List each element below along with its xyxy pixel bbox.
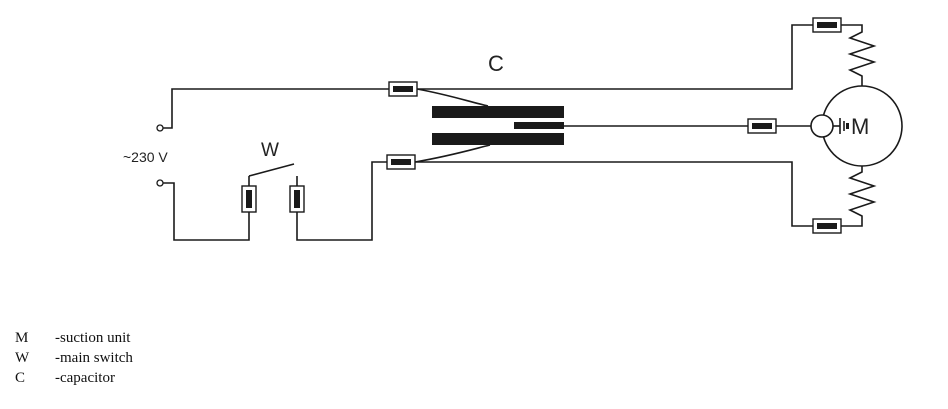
mains-terminal-top	[156, 124, 164, 132]
wire-capacitor-lead-top	[416, 88, 489, 107]
wire-supply-bottom	[163, 182, 250, 241]
label-motor: M	[851, 114, 869, 139]
label-switch: W	[261, 140, 279, 161]
label-capacitor: C	[488, 51, 504, 76]
connector-motor-top	[812, 17, 842, 33]
capacitor-plate-bottom	[432, 133, 564, 145]
label-voltage: ~230 V	[123, 149, 168, 165]
legend-row: C -capacitor	[15, 368, 133, 388]
connector-motor-bottom	[812, 218, 842, 234]
wire-to-motor-bottom	[415, 161, 813, 227]
connector-motor-middle	[747, 118, 777, 134]
switch-lever	[248, 163, 295, 177]
legend-row: M -suction unit	[15, 328, 133, 348]
legend-key: W	[15, 350, 30, 366]
switch-contact-right	[289, 185, 305, 213]
legend-key: C	[15, 370, 26, 386]
legend-key: M	[15, 330, 29, 346]
connector-capacitor-top	[388, 81, 418, 97]
legend-desc: -suction unit	[55, 330, 131, 346]
switch-contact-left	[241, 185, 257, 213]
mains-terminal-bottom	[156, 179, 164, 187]
field-winding-bottom	[841, 164, 877, 227]
legend: M -suction unit W -main switch C -capaci…	[15, 328, 133, 388]
legend-desc: -capacitor	[55, 370, 115, 386]
legend-desc: -main switch	[55, 350, 133, 366]
motor-terminal	[810, 114, 834, 138]
wire-supply-top	[163, 88, 392, 129]
field-winding-top	[841, 24, 877, 88]
connector-capacitor-bottom	[386, 154, 416, 170]
wire-switch-to-capacitor	[296, 161, 388, 241]
wire-to-motor-top	[417, 24, 813, 90]
wire-capacitor-lead-bottom	[414, 144, 491, 163]
capacitor-plate-middle	[514, 122, 564, 129]
capacitor-plate-top	[432, 106, 564, 118]
legend-row: W -main switch	[15, 348, 133, 368]
motor-brush-3	[846, 123, 849, 129]
